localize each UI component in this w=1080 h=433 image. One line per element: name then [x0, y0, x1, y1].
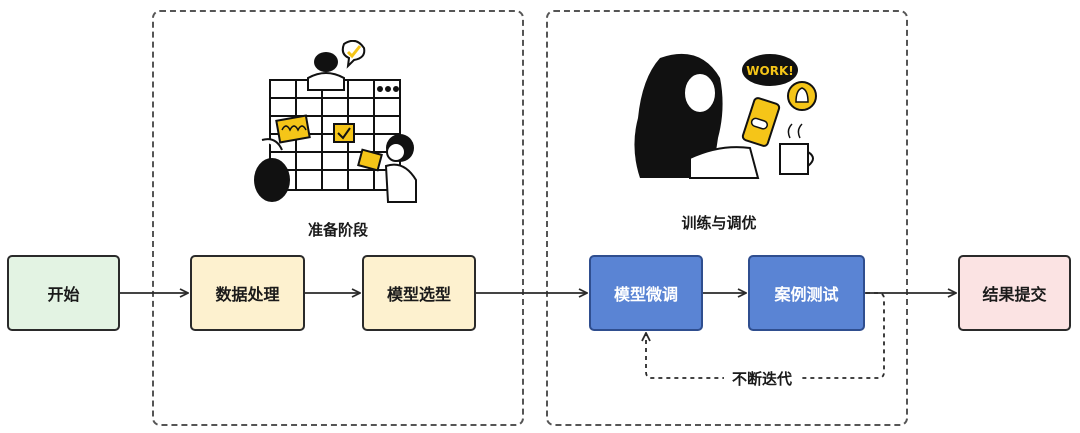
model-selection-node: 模型选型 [362, 255, 476, 331]
case-test-node: 案例测试 [748, 255, 865, 331]
train-stage-title: 训练与调优 [681, 214, 757, 232]
train-stage-region [546, 10, 908, 426]
prep-stage-region [152, 10, 524, 426]
iteration-loop-label: 不断迭代 [724, 368, 801, 389]
start-node: 开始 [7, 255, 120, 331]
prep-stage-title: 准备阶段 [307, 221, 368, 239]
model-finetune-node: 模型微调 [589, 255, 703, 331]
edge-iteration-loop [646, 292, 885, 379]
data-processing-node: 数据处理 [190, 255, 305, 331]
woman-with-phone-illustration: WORK! [634, 53, 817, 179]
work-bubble-text: WORK! [746, 64, 793, 78]
team-planning-illustration [254, 40, 417, 203]
result-submit-node: 结果提交 [958, 255, 1071, 331]
